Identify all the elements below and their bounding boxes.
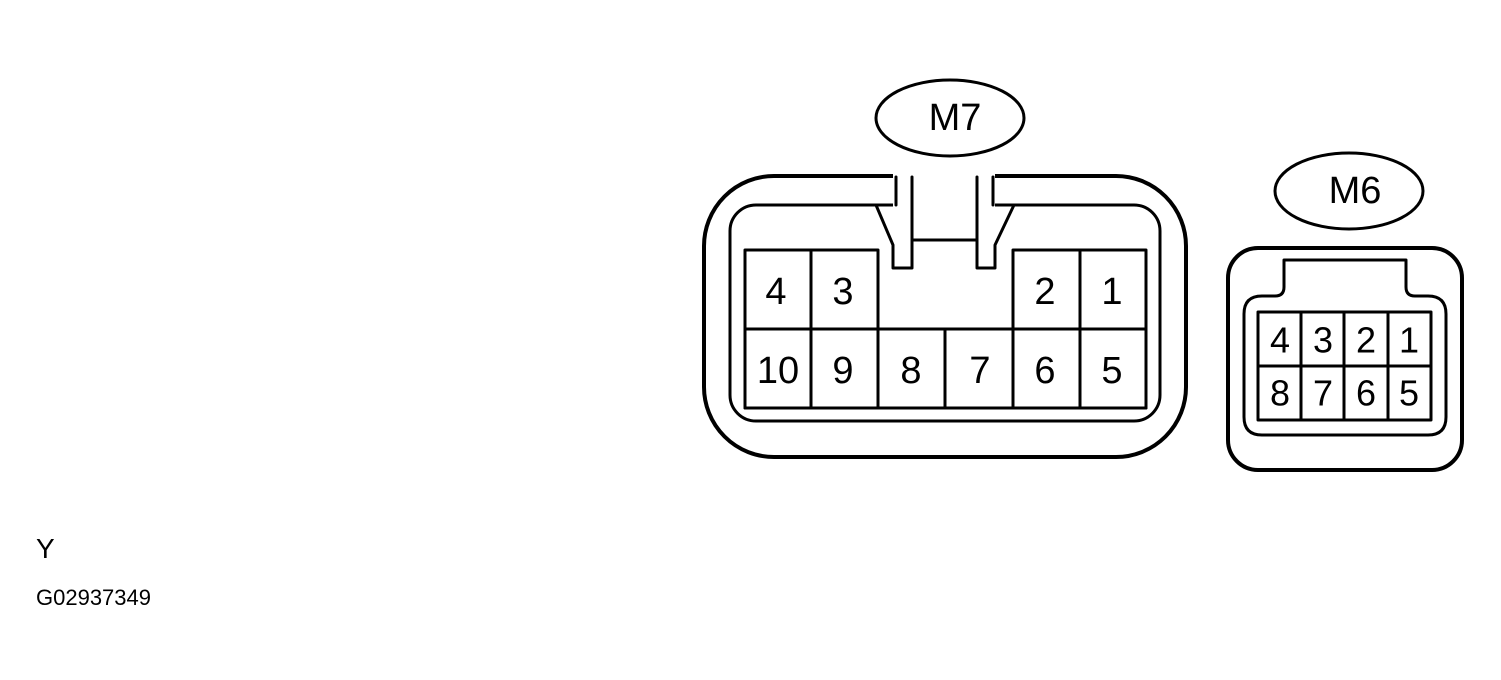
m7-pin-label: 7 [969,350,990,392]
m6-pin-label: 7 [1313,373,1333,414]
m7-pin-label: 3 [832,271,853,313]
connector-m6: M6 4 3 2 1 8 7 6 5 [1226,151,1464,472]
m7-pin-label: 8 [900,350,921,392]
m7-latch [874,173,1016,270]
connector-m7: M7 [702,78,1188,459]
m7-pin-label: 9 [832,350,853,392]
m6-pin-label: 8 [1270,373,1290,414]
m6-outer-housing [1226,246,1464,472]
m6-tag-ellipse [1273,151,1425,231]
m7-pin-label: 2 [1034,271,1055,313]
m7-pin-grid [743,248,1148,410]
m7-pin-label: 10 [757,350,799,392]
m7-pin-label: 1 [1101,271,1122,313]
m7-pin-label: 5 [1101,350,1122,392]
m6-pin-label: 1 [1399,320,1419,361]
m7-tag-ellipse [874,78,1026,158]
m6-pin-label: 6 [1356,373,1376,414]
m6-pin-label: 2 [1356,320,1376,361]
m6-pin-label: 5 [1399,373,1419,414]
m6-tag-label: M6 [1329,170,1382,212]
m7-pin-label: 6 [1034,350,1055,392]
m6-inner-housing [1242,258,1448,437]
m6-pin-label: 4 [1270,320,1290,361]
m7-outer-housing [702,174,1188,459]
m6-pin-label: 3 [1313,320,1333,361]
wire-color-label: Y [36,533,55,564]
figure-code-label: G02937349 [36,585,151,610]
m7-pin-label: 4 [765,271,786,313]
m7-tag-label: M7 [929,97,982,139]
m6-pin-grid [1256,310,1433,422]
